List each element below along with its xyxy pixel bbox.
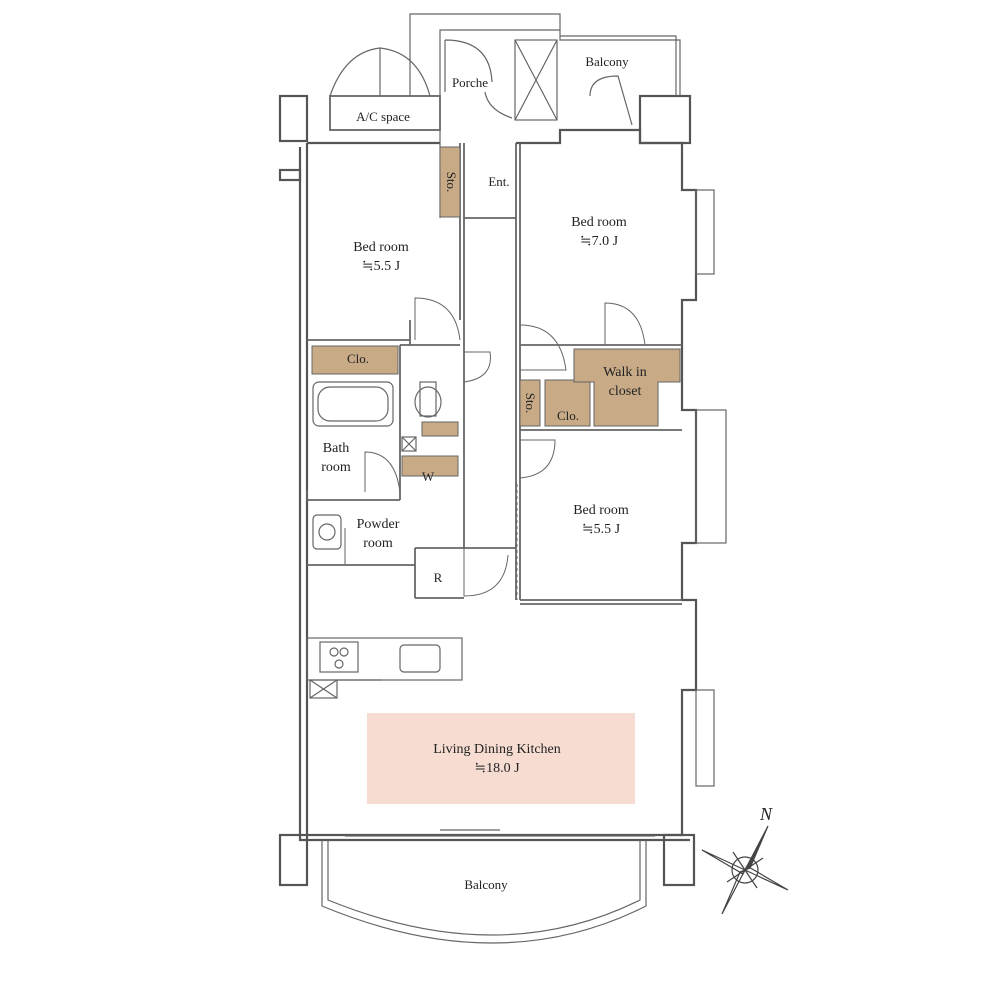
interior-walls [306,143,682,605]
label-clo-mid: Clo. [556,408,580,424]
room-bed-ne: Bed room ≒7.0 J [571,214,627,252]
kitchen-counter [306,637,463,699]
room-size: ≒18.0 J [474,761,520,776]
room-bed-e: Bed room ≒5.5 J [573,502,629,540]
room-size: ≒5.5 J [361,259,401,274]
walk-in-closet-fill [573,348,681,427]
label-washer: W [421,469,435,485]
room-line2: room [363,536,393,551]
closet-left [311,345,399,375]
label-clo-left: Clo. [346,351,370,367]
storage-fills [311,146,681,477]
label-sto-top: Sto. [443,171,459,193]
label-balcony-bottom: Balcony [464,877,508,893]
room-ldk: Living Dining Kitchen ≒18.0 J [433,741,561,779]
room-size: ≒5.5 J [581,522,621,537]
bathroom-fixtures [312,381,442,550]
washer-space [401,455,459,477]
room-bed-nw: Bed room ≒5.5 J [353,239,409,277]
compass-north-label: N [759,803,773,824]
window-bays [695,189,727,787]
label-fridge: R [433,570,443,586]
room-line2: room [321,460,351,475]
room-powder: Powder room [357,516,400,554]
storage-sto-top [439,146,461,218]
room-bath: Bath room [321,440,351,478]
compass-icon [701,825,789,915]
room-name: Bed room [573,503,629,519]
outer-walls [278,94,698,887]
label-ac-space: A/C space [356,109,410,125]
room-line2: closet [608,384,642,399]
door-swings [344,297,646,600]
room-line1: Powder [356,517,400,533]
balcony-bottom-outline [321,829,655,944]
room-name: Bed room [353,240,409,256]
room-name: Living Dining Kitchen [433,742,561,758]
room-line1: Walk in [603,365,647,381]
balcony-top-outline [559,30,681,126]
utility-shelf [421,421,459,437]
room-line1: Bath [322,441,350,457]
room-name: Bed room [571,215,627,231]
label-ent: Ent. [488,174,510,190]
storage-sto-mid [519,379,541,427]
label-balcony-top: Balcony [585,54,629,70]
closet-mid [544,379,591,427]
room-walk-in-closet: Walk in closet [603,364,647,402]
room-size: ≒7.0 J [579,234,619,249]
label-sto-mid: Sto. [522,392,538,414]
label-porche: Porche [451,75,489,91]
ldk-highlight [367,713,635,804]
